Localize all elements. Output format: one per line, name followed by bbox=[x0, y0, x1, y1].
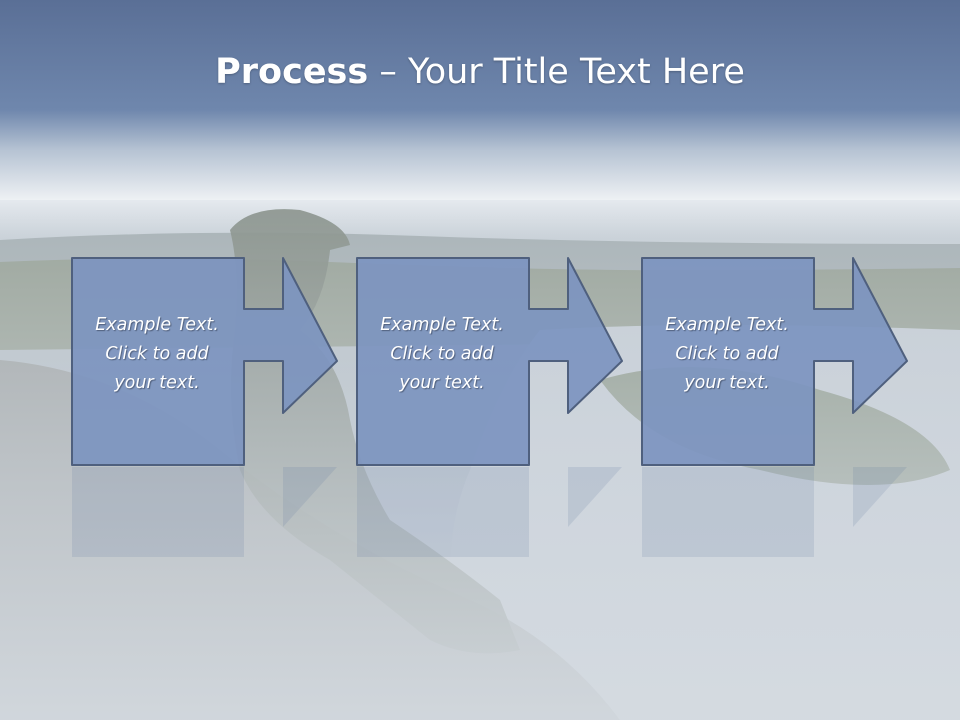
process-step-1[interactable]: Example Text. Click to add your text. bbox=[71, 257, 411, 467]
step-text-line: your text. bbox=[114, 373, 200, 393]
step-text-line: Click to add bbox=[390, 344, 494, 364]
step-text-line: Click to add bbox=[105, 344, 209, 364]
step-text-line: Example Text. bbox=[380, 315, 504, 335]
step-text-line: your text. bbox=[684, 373, 770, 393]
step-text: Example Text. Click to add your text. bbox=[356, 311, 528, 398]
step-text: Example Text. Click to add your text. bbox=[641, 311, 813, 398]
title-rest-part: – Your Title Text Here bbox=[368, 52, 745, 92]
step-reflection bbox=[641, 467, 960, 557]
process-step-3[interactable]: Example Text. Click to add your text. bbox=[641, 257, 960, 467]
step-text-line: Example Text. bbox=[95, 315, 219, 335]
step-reflection bbox=[71, 467, 411, 557]
arrow-right-icon bbox=[71, 257, 338, 466]
step-reflection bbox=[356, 467, 696, 557]
title-bold-part: Process bbox=[215, 52, 369, 92]
process-step-2[interactable]: Example Text. Click to add your text. bbox=[356, 257, 696, 467]
step-text: Example Text. Click to add your text. bbox=[71, 311, 243, 398]
arrow-right-icon bbox=[641, 257, 908, 466]
step-text-line: your text. bbox=[399, 373, 485, 393]
arrow-right-icon bbox=[356, 257, 623, 466]
step-text-line: Click to add bbox=[675, 344, 779, 364]
slide-title[interactable]: Process – Your Title Text Here bbox=[0, 52, 960, 92]
step-text-line: Example Text. bbox=[665, 315, 789, 335]
